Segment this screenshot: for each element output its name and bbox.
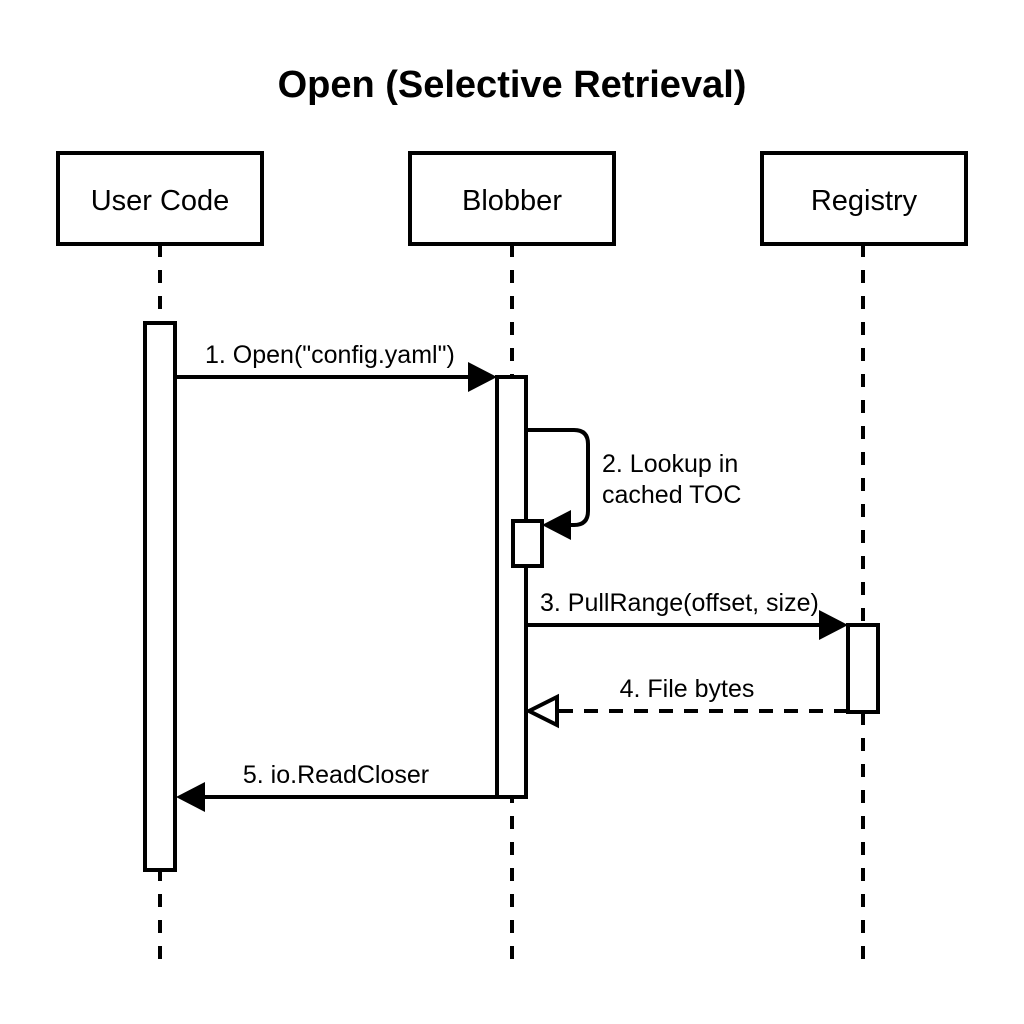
message-5-label: 5. io.ReadCloser	[243, 761, 429, 789]
message-3-label: 3. PullRange(offset, size)	[540, 589, 819, 617]
participant-box-user-code[interactable]	[56, 151, 264, 246]
participant-box-registry[interactable]	[760, 151, 968, 246]
participant-registry[interactable]: Registry	[760, 151, 968, 246]
activation-bar-blobber	[495, 375, 528, 799]
message-2-label-line2: cached TOC	[602, 481, 741, 509]
message-4-label: 4. File bytes	[620, 675, 755, 703]
message-3-pullrange: 3. PullRange(offset, size)	[527, 589, 848, 640]
message-1-arrowhead-icon	[468, 362, 497, 392]
message-1-open: 1. Open("config.yaml")	[176, 341, 497, 392]
participant-box-blobber[interactable]	[408, 151, 616, 246]
message-5-readcloser: 5. io.ReadCloser	[176, 761, 520, 812]
participant-blobber[interactable]: Blobber	[408, 151, 616, 246]
message-4-file-bytes: 4. File bytes	[524, 675, 848, 729]
message-4-arrowhead-icon	[524, 693, 559, 729]
participant-label-blobber: Blobber	[462, 185, 562, 217]
message-2-label-line1: 2. Lookup in	[602, 450, 738, 478]
message-3-arrowhead-icon	[819, 610, 848, 640]
participant-user-code[interactable]: User Code	[56, 151, 264, 246]
diagram-title: Open (Selective Retrieval)	[278, 64, 747, 106]
message-2-arrowhead-icon	[542, 510, 571, 540]
participant-label-registry: Registry	[811, 185, 918, 217]
activation-bar-registry	[846, 623, 880, 714]
message-2-lookup: 2. Lookup in cached TOC	[526, 428, 741, 540]
activation-bar-user-code	[143, 321, 177, 872]
message-5-arrowhead-icon	[176, 782, 205, 812]
activation-bar-blobber-nested	[511, 519, 544, 568]
message-2-self-loop-line	[526, 428, 590, 527]
participant-label-user-code: User Code	[91, 185, 230, 217]
message-1-label: 1. Open("config.yaml")	[205, 341, 455, 369]
